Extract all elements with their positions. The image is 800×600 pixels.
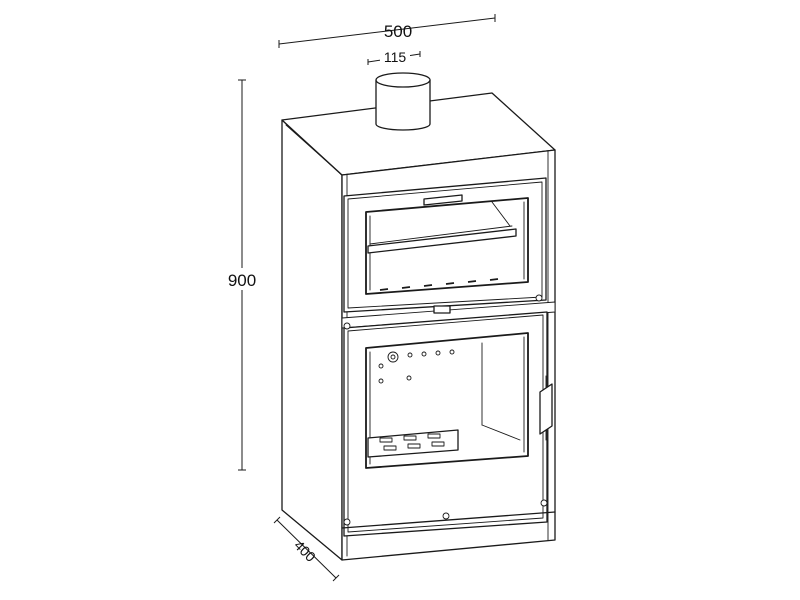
depth-tick-bottom xyxy=(332,574,340,582)
width-label: 500 xyxy=(384,22,412,41)
height-label: 900 xyxy=(228,271,256,290)
grate-slot xyxy=(403,435,417,441)
firebox-grate xyxy=(367,429,459,458)
width-dimension: 500 xyxy=(278,14,496,48)
firebox-bottom-latch xyxy=(442,512,450,520)
stove-base xyxy=(341,511,556,541)
air-hole xyxy=(421,351,427,357)
oven-back-corner xyxy=(491,201,511,227)
grate-slot xyxy=(407,443,421,449)
oven-tray xyxy=(367,228,517,254)
grate-slot xyxy=(383,445,397,451)
oven-handle xyxy=(423,194,463,206)
firebox-door-frame xyxy=(343,311,548,537)
oven-shelf-back xyxy=(369,225,513,245)
oven-compartment xyxy=(343,177,547,314)
middle-separator xyxy=(341,301,556,329)
flue-label-bg xyxy=(380,48,410,64)
width-dimension-line xyxy=(278,17,496,45)
grate-slot xyxy=(431,441,445,447)
flue-label: 115 xyxy=(384,49,407,65)
oven-latch xyxy=(433,305,451,314)
firebox-door-handle xyxy=(539,375,553,441)
height-label-bg xyxy=(222,268,262,290)
door-handle-body xyxy=(539,383,553,435)
base-top-line xyxy=(341,511,556,529)
oven-slot xyxy=(401,286,411,289)
left-side-panel xyxy=(281,119,343,561)
height-dimension: 900 xyxy=(222,79,262,471)
depth-tick-top xyxy=(273,516,281,524)
firebox-window xyxy=(365,332,529,469)
firebox-hinge-screw xyxy=(540,499,548,507)
air-hole xyxy=(435,350,441,356)
flue-pipe-body xyxy=(375,79,431,131)
air-hole xyxy=(378,378,384,384)
flue-pipe xyxy=(375,72,431,131)
air-control-knob xyxy=(387,351,399,363)
firebox-compartment xyxy=(343,311,553,537)
oven-window xyxy=(365,197,529,295)
air-hole xyxy=(406,375,412,381)
oven-hinge-screw xyxy=(535,294,543,302)
air-control-knob-center xyxy=(390,354,396,360)
depth-dimension-line xyxy=(276,519,337,579)
flue-dimension: 115 xyxy=(367,48,421,65)
oven-slot xyxy=(467,280,477,283)
air-hole xyxy=(378,363,384,369)
firebox-air-holes xyxy=(378,349,455,384)
depth-label: 400 xyxy=(291,537,319,565)
firebox-hinge-screw xyxy=(343,518,351,526)
oven-floor-slots xyxy=(379,278,499,291)
flue-pipe-top xyxy=(375,72,431,88)
air-hole xyxy=(407,352,413,358)
oven-slot xyxy=(379,288,389,291)
oven-slot xyxy=(423,284,433,287)
grate-slot xyxy=(379,437,393,443)
oven-slot xyxy=(445,282,455,285)
firebox-hinge-screw xyxy=(343,322,351,330)
firebox-door-inner xyxy=(347,314,544,533)
top-edge-inner xyxy=(285,124,343,176)
firebox-floor-right xyxy=(481,424,521,441)
grate-slot xyxy=(427,433,441,439)
air-hole xyxy=(449,349,455,355)
oven-slot xyxy=(489,278,499,281)
